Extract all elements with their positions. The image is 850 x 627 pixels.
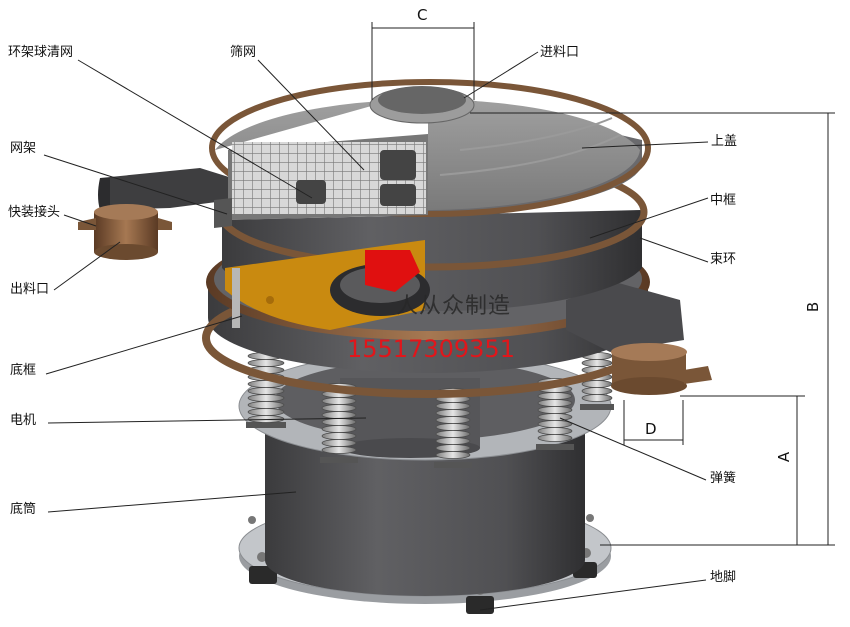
screen-mesh <box>214 134 428 228</box>
label-ball-cleaning-frame: 环架球清网 <box>8 45 74 60</box>
dimension-b: B <box>804 301 823 313</box>
outlet-spout <box>566 282 712 395</box>
spring-4 <box>536 378 574 450</box>
spring-3 <box>434 388 472 468</box>
dimension-lines <box>371 22 835 546</box>
label-inlet: 进料口 <box>540 45 580 60</box>
label-clamp-ring: 束环 <box>710 252 737 267</box>
spring-1 <box>246 352 286 428</box>
quick-connector <box>78 168 232 260</box>
label-top-cover: 上盖 <box>711 134 738 149</box>
watermark-text: 人从众制造 <box>396 294 512 319</box>
label-outlet: 出料口 <box>10 282 50 297</box>
label-bottom-frame: 底框 <box>10 363 37 378</box>
label-screen-mesh: 筛网 <box>230 45 257 60</box>
label-spring: 弹簧 <box>710 471 737 486</box>
spring-2 <box>320 383 358 463</box>
inlet <box>369 86 475 124</box>
dimension-d: D <box>645 420 657 438</box>
interior-cutaway <box>225 240 430 330</box>
watermark-phone: 15517309351 <box>347 335 515 363</box>
top-cover <box>209 79 651 217</box>
dimension-c: C <box>417 6 428 24</box>
leader-lines <box>43 51 709 611</box>
label-foot: 地脚 <box>710 570 737 585</box>
dimension-a: A <box>775 451 794 463</box>
label-base-cylinder: 底筒 <box>10 502 37 517</box>
label-quick-connector: 快装接头 <box>8 205 61 220</box>
label-motor: 电机 <box>10 413 37 428</box>
label-middle-frame: 中框 <box>710 193 737 208</box>
label-mesh-frame: 网架 <box>10 141 37 156</box>
